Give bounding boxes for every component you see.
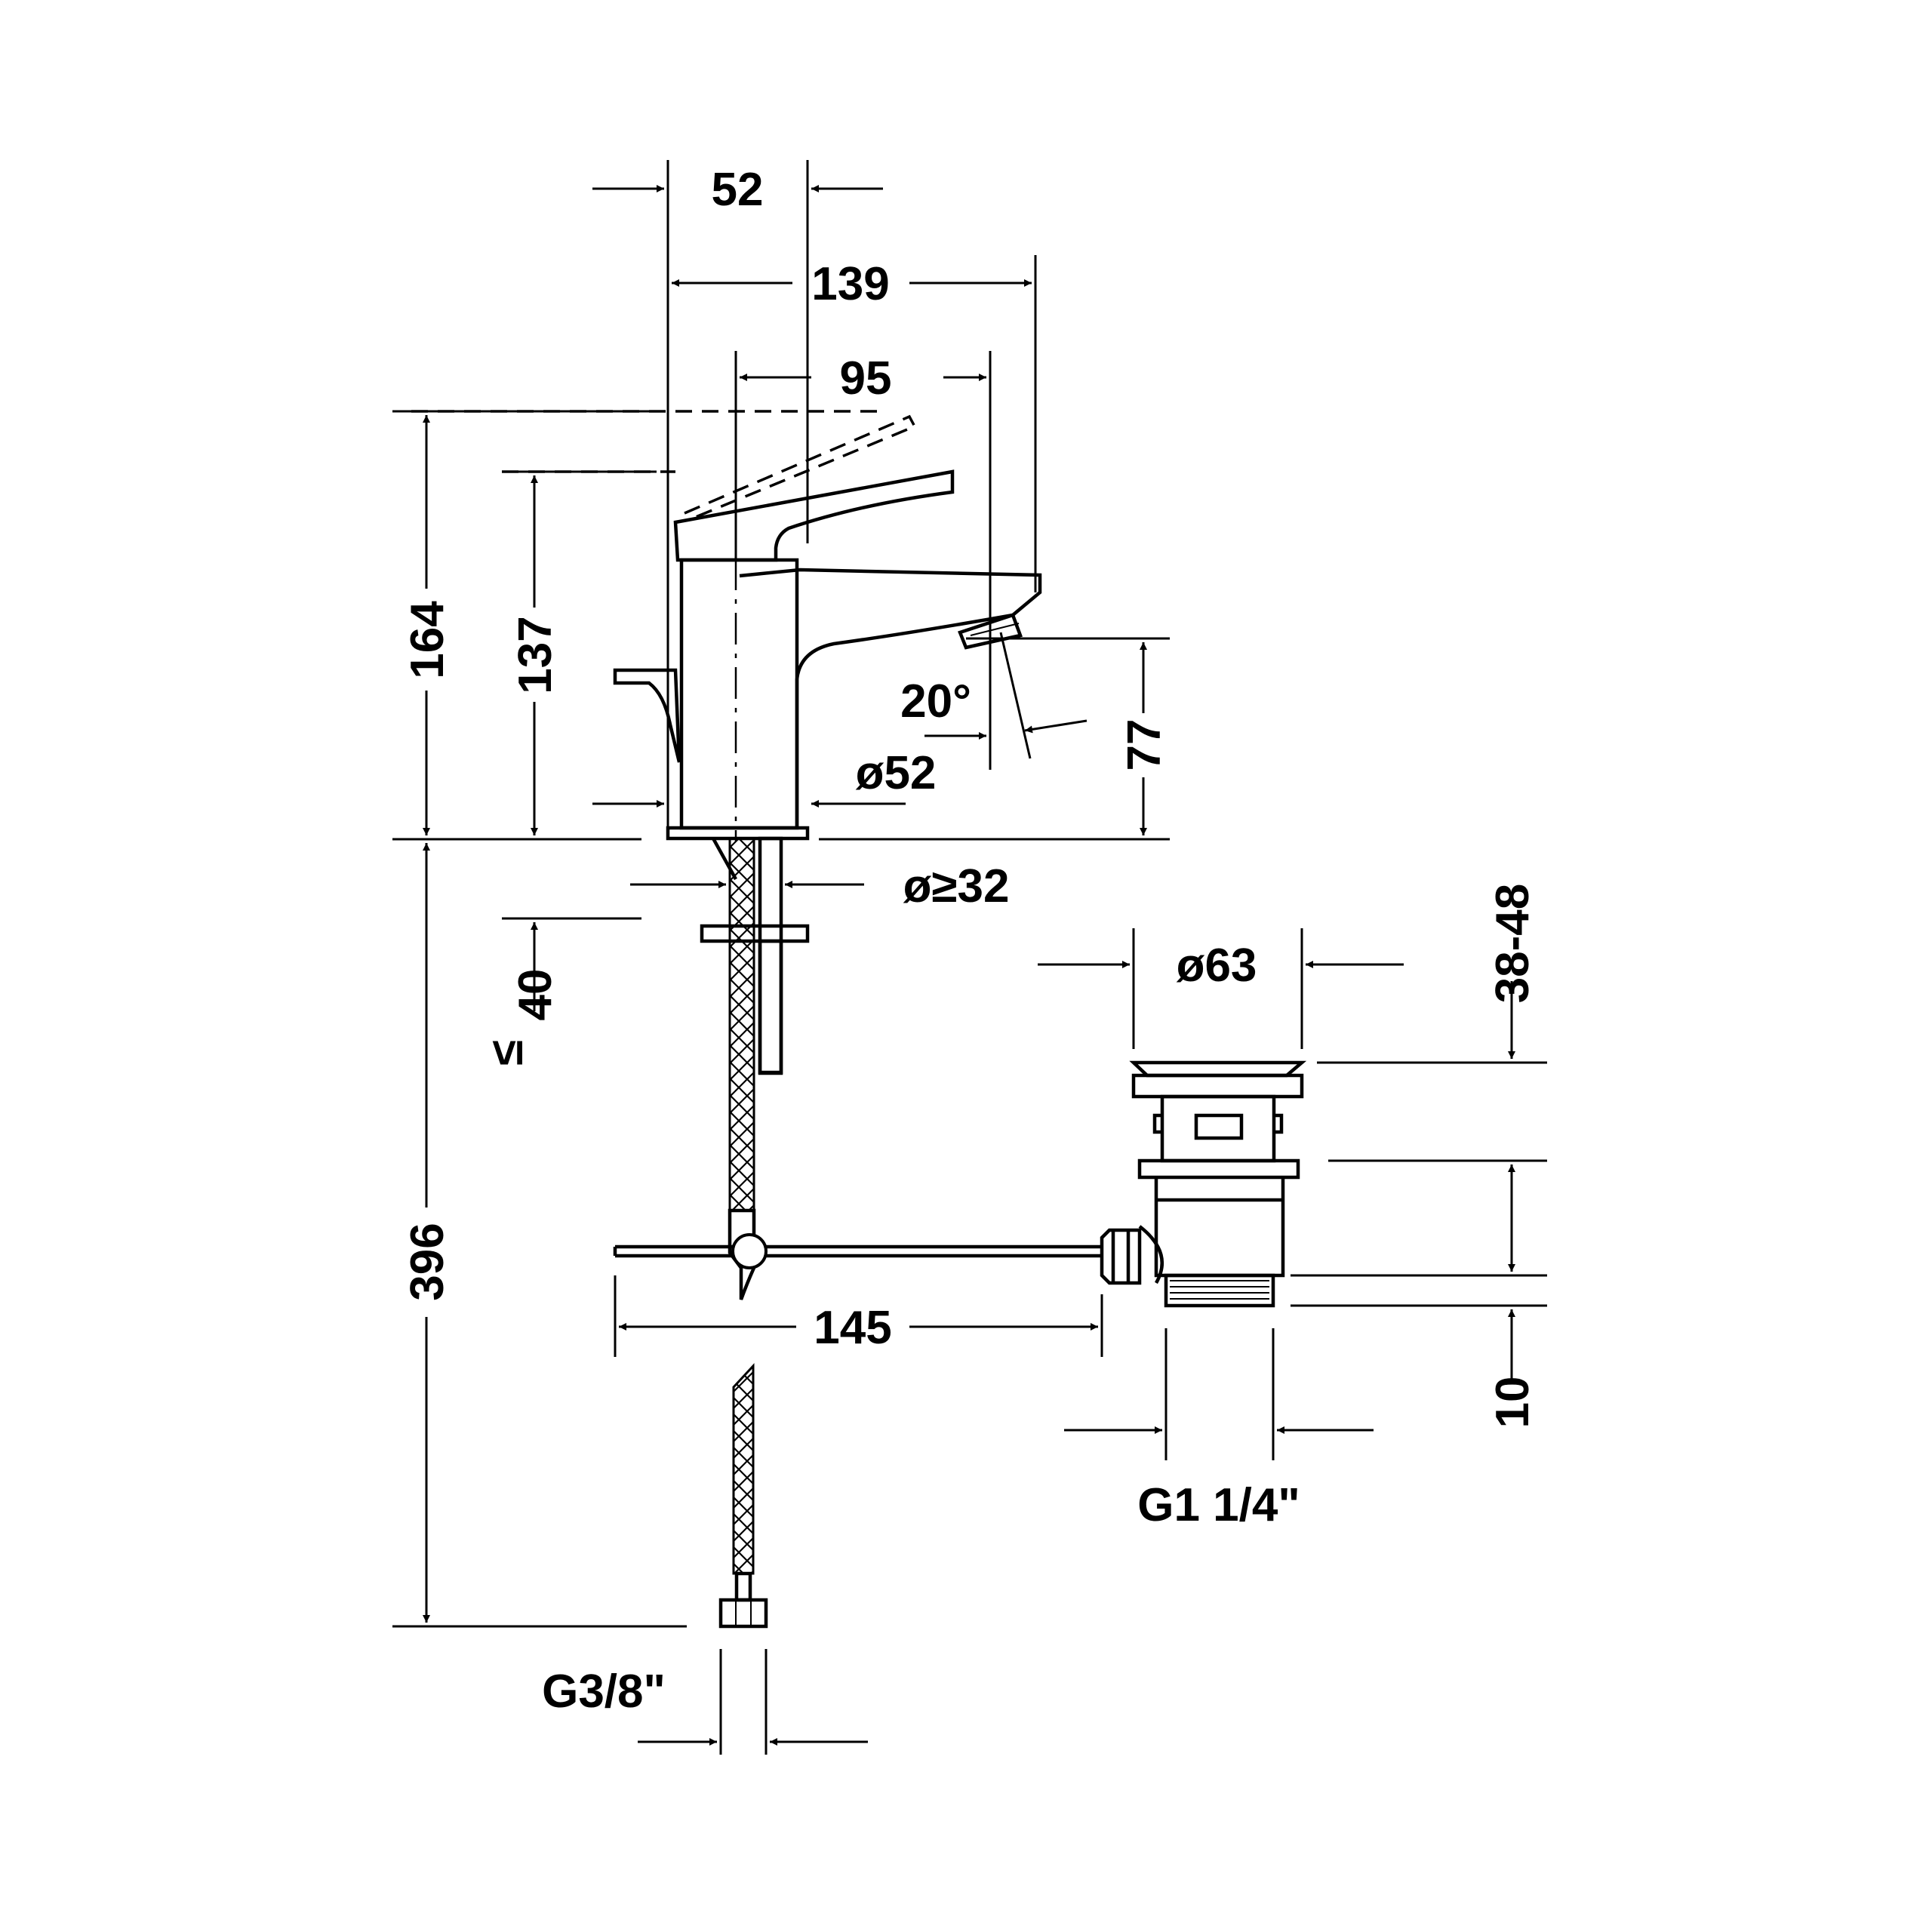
dim-hole-diameter: ø≥32 <box>903 860 1010 912</box>
extension-lines <box>392 160 1547 1755</box>
dim-max-deck-thickness-prefix: ≤ <box>481 1040 533 1066</box>
dimension-lines <box>423 185 1515 1746</box>
mounting-shank <box>758 836 783 1075</box>
dim-spout-projection: 95 <box>840 352 892 405</box>
dim-spout-height: 77 <box>1118 719 1171 771</box>
dim-waste-diameter: ø63 <box>1177 940 1257 992</box>
lever-outline <box>673 469 955 562</box>
dim-body-width: 52 <box>712 164 764 216</box>
supply-hose-upper <box>728 837 755 1212</box>
pull-rod-knob <box>613 668 681 763</box>
dim-pullrod-length: 145 <box>814 1302 891 1354</box>
base-plate <box>666 826 810 841</box>
pull-rod-clamp <box>731 1233 768 1269</box>
waste-flange <box>1131 1073 1304 1099</box>
lever-open-outline <box>684 414 917 518</box>
dim-waste-thread: G1 1/4" <box>1137 1479 1300 1531</box>
dim-overall-height: 164 <box>401 601 454 679</box>
mounting-nut <box>758 939 783 1075</box>
dim-max-deck-thickness: 40 <box>509 969 561 1021</box>
aerator-outline <box>958 613 1023 650</box>
dim-body-diameter: ø52 <box>856 747 937 799</box>
dimension-labels: 52 139 95 164 137 77 20° ø52 ø≥32 40 ≤ 3… <box>401 164 1539 1718</box>
dim-total-projection: 139 <box>811 258 889 310</box>
dim-height-to-lever: 137 <box>509 616 561 694</box>
dim-hose-length: 396 <box>401 1223 454 1300</box>
waste-thread <box>1164 1273 1275 1308</box>
waste-drawing <box>1100 1060 1307 1308</box>
dim-spout-angle: 20° <box>900 675 971 728</box>
waste-nut <box>1137 1158 1300 1180</box>
reference-lines <box>411 410 879 841</box>
waste-plug-cap <box>1129 1060 1307 1078</box>
faucet-drawing <box>613 414 1102 1629</box>
waste-body <box>1154 1177 1285 1278</box>
faucet-body <box>679 558 799 830</box>
supply-hose-lower <box>732 1363 755 1575</box>
pull-rod-connector <box>1100 1228 1142 1285</box>
hose-connector <box>718 1598 768 1629</box>
pull-rod-horizontal <box>613 1244 1102 1258</box>
dim-waste-clamp-range: 38-48 <box>1487 884 1539 1004</box>
dim-waste-thread-length: 10 <box>1487 1377 1539 1429</box>
dim-supply-thread: G3/8" <box>542 1666 666 1718</box>
